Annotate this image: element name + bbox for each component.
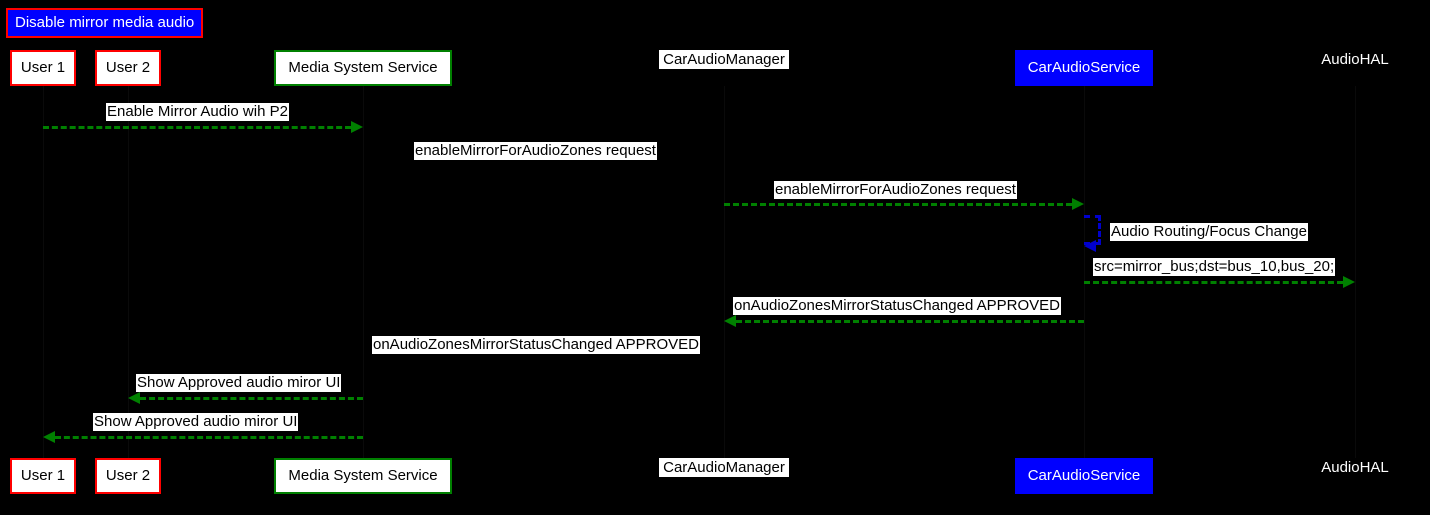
message-label-m5: src=mirror_bus;dst=bus_10,bus_20; — [1093, 258, 1336, 276]
message-line-m5 — [1084, 281, 1343, 284]
lifeline-user1 — [43, 86, 44, 458]
participant-label: CarAudioManager — [663, 458, 785, 476]
participant-carservice-top: CarAudioService — [1015, 50, 1153, 86]
arrowhead-m6 — [724, 315, 736, 327]
message-label-m6: onAudioZonesMirrorStatusChanged APPROVED — [733, 297, 1062, 315]
participant-user2-bottom: User 2 — [95, 458, 161, 494]
message-label-m7: onAudioZonesMirrorStatusChanged APPROVED — [372, 336, 701, 354]
participant-mediasvc-top: Media System Service — [274, 50, 452, 86]
message-label-m1: Enable Mirror Audio wih P2 — [106, 103, 289, 121]
participant-label: Media System Service — [288, 59, 438, 76]
message-label-m9: Show Approved audio miror UI — [93, 413, 299, 431]
participant-label: CarAudioService — [1027, 59, 1141, 76]
participant-label: AudioHAL — [1321, 458, 1389, 476]
message-line-m8 — [140, 397, 363, 400]
lifeline-user2 — [128, 86, 129, 458]
participant-carmanager-top: CarAudioManager — [659, 50, 789, 69]
participant-label: User 1 — [20, 467, 66, 484]
message-line-m1 — [43, 126, 351, 129]
message-label-m3: enableMirrorForAudioZones request — [774, 181, 1017, 199]
message-label-m4: Audio Routing/Focus Change — [1110, 223, 1308, 241]
participant-user1-top: User 1 — [10, 50, 76, 86]
participant-label: User 2 — [105, 467, 151, 484]
diagram-title: Disable mirror media audio — [6, 8, 204, 38]
message-line-m6 — [736, 320, 1084, 323]
arrowhead-m4 — [1084, 240, 1096, 252]
participant-label: AudioHAL — [1321, 50, 1389, 68]
participant-carmanager-bottom: CarAudioManager — [659, 458, 789, 477]
participant-label: User 1 — [20, 59, 66, 76]
lifeline-carmanager — [724, 86, 725, 458]
participant-label: CarAudioManager — [663, 50, 785, 68]
participant-carservice-bottom: CarAudioService — [1015, 458, 1153, 494]
arrowhead-m5 — [1343, 276, 1355, 288]
message-line-m3 — [724, 203, 1072, 206]
participant-audiohal-top: AudioHAL — [1318, 50, 1392, 69]
arrowhead-m1 — [351, 121, 363, 133]
message-label-m2: enableMirrorForAudioZones request — [414, 142, 657, 160]
message-label-m8: Show Approved audio miror UI — [136, 374, 342, 392]
participant-label: CarAudioService — [1027, 467, 1141, 484]
message-line-m9 — [55, 436, 363, 439]
arrowhead-m9 — [43, 431, 55, 443]
participant-mediasvc-bottom: Media System Service — [274, 458, 452, 494]
participant-user1-bottom: User 1 — [10, 458, 76, 494]
participant-user2-top: User 2 — [95, 50, 161, 86]
arrowhead-m3 — [1072, 198, 1084, 210]
lifeline-carservice — [1084, 86, 1085, 458]
participant-label: Media System Service — [288, 467, 438, 484]
participant-audiohal-bottom: AudioHAL — [1318, 458, 1392, 477]
lifeline-mediasvc — [363, 86, 364, 458]
lifeline-audiohal — [1355, 86, 1356, 458]
arrowhead-m8 — [128, 392, 140, 404]
participant-label: User 2 — [105, 59, 151, 76]
